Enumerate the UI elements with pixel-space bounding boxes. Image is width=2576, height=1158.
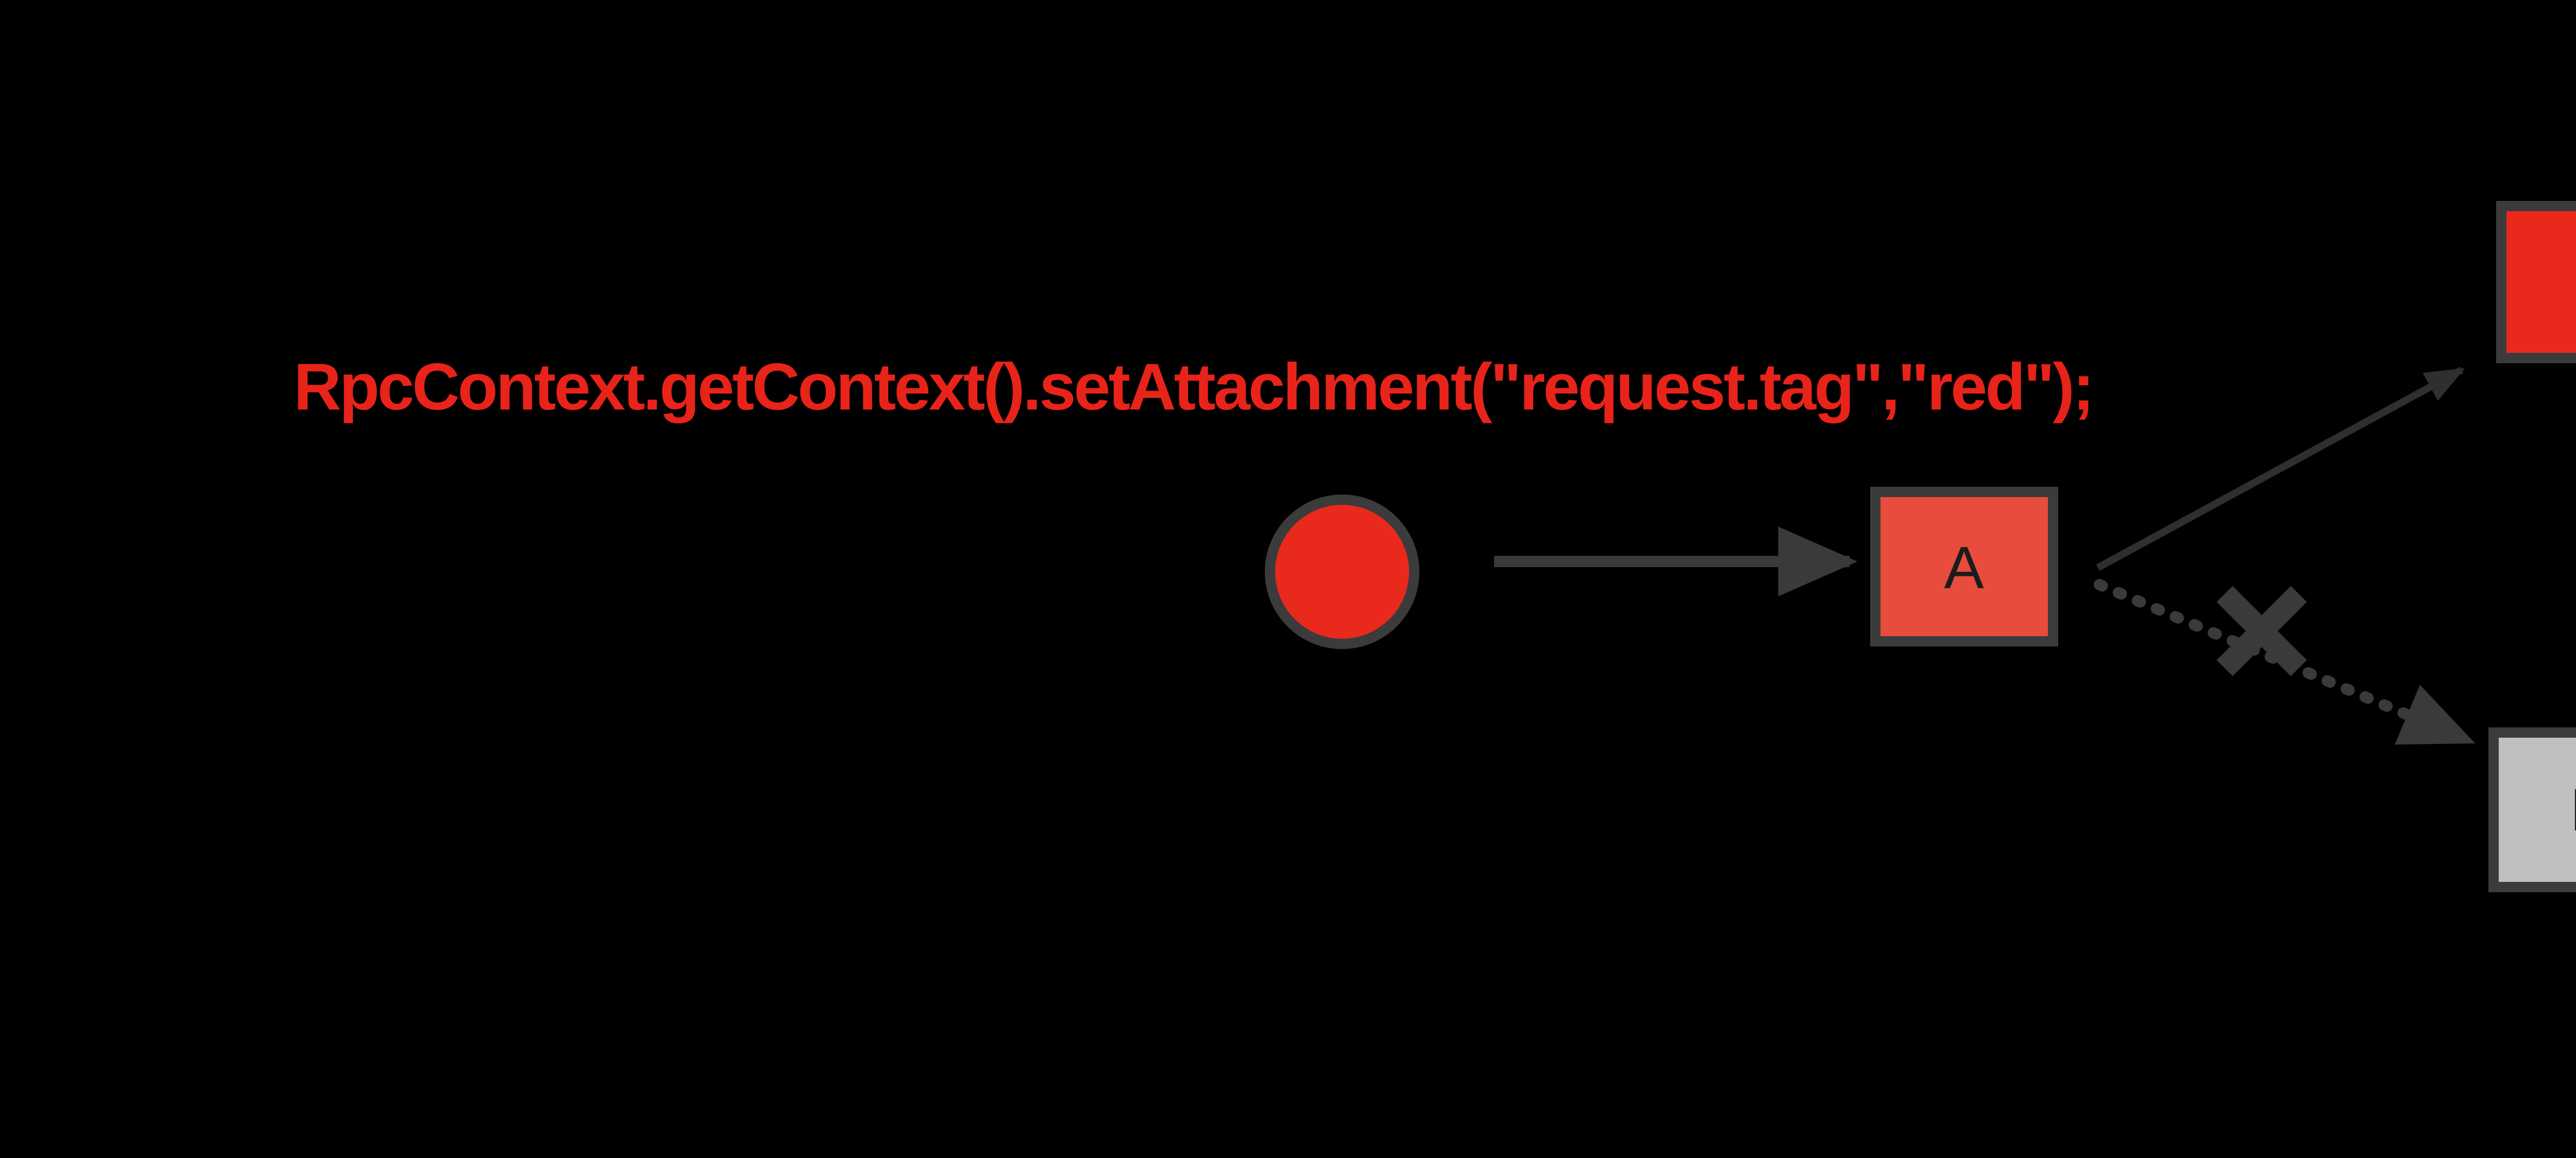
nodes-layer: A B B C C bbox=[1265, 201, 2576, 892]
code-annotation: RpcContext.getContext().setAttachment("r… bbox=[294, 350, 2092, 424]
node-a-label: A bbox=[1944, 534, 1984, 601]
node-b-tagged[interactable]: B bbox=[2496, 201, 2576, 363]
node-a[interactable]: A bbox=[1870, 487, 2058, 646]
cross-marks-layer bbox=[2216, 586, 2307, 676]
cross-icon-a-to-b-plain bbox=[2216, 586, 2307, 676]
node-b-plain-label: B bbox=[2570, 776, 2576, 843]
node-b-tagged-label: B bbox=[2574, 249, 2576, 316]
node-b-plain[interactable]: B bbox=[2488, 727, 2576, 892]
node-start-circle[interactable] bbox=[1265, 495, 1419, 649]
edge-a-to-b-tagged bbox=[2096, 366, 2465, 571]
edges-layer bbox=[1494, 366, 2476, 745]
edge-a-to-b-plain-blocked bbox=[2094, 579, 2476, 745]
